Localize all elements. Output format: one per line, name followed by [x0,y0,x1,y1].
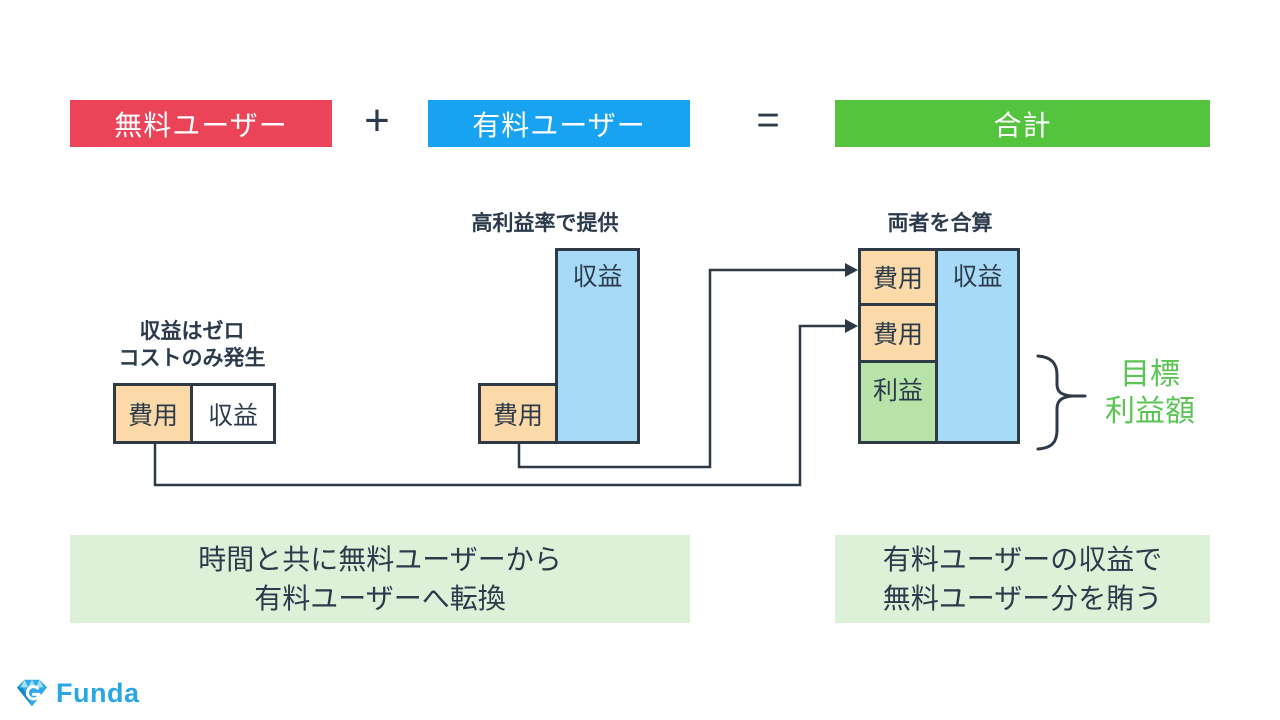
paid-cost-box: 費用 [478,383,558,444]
total-group-annotation: 両者を合算 [887,212,993,235]
total-label: 合計 [993,109,1052,141]
total-cost-box-2: 費用 [858,303,938,363]
free-annotation-line1: 収益はゼロ [139,320,245,343]
funda-logo: Funda [15,674,140,712]
total-bar: 合計 [835,100,1210,147]
paid-users-label: 有料ユーザー [472,109,646,141]
total-cost-box-1: 費用 [858,248,938,306]
free-users-bar: 無料ユーザー [70,100,332,147]
paid-users-bar: 有料ユーザー [428,100,690,147]
free-to-paid-note-panel: 時間と共に無料ユーザーから 有料ユーザーへ転換 [70,535,690,623]
target-profit-line1: 目標 [1120,358,1180,391]
arrowhead-free-cost [845,319,858,333]
target-profit-callout: 目標 利益額 [1095,356,1205,430]
right-panel-line1: 有料ユーザーの収益で [882,544,1163,575]
target-profit-brace [1036,354,1087,451]
right-panel-line2: 無料ユーザー分を賄う [882,583,1163,614]
paid-revenue-box: 収益 [555,248,640,444]
funda-gem-icon [16,679,48,707]
paid-covers-free-note-panel: 有料ユーザーの収益で 無料ユーザー分を賄う [835,535,1210,623]
left-panel-line1: 時間と共に無料ユーザーから [198,544,562,575]
paid-group-annotation: 高利益率で提供 [471,212,619,235]
free-annotation-line2: コストのみ発生 [118,347,266,370]
free-users-label: 無料ユーザー [114,109,288,141]
free-group-annotation: 収益はゼロ コストのみ発生 [82,318,302,372]
target-profit-line2: 利益額 [1105,395,1195,428]
total-revenue-box: 収益 [935,248,1020,444]
funda-logo-text: Funda [56,677,140,708]
equals-sign: = [756,98,780,142]
free-cost-box: 費用 [113,383,193,444]
plus-sign: + [364,95,390,145]
free-revenue-box: 収益 [190,383,276,444]
arrowhead-paid-cost [845,263,858,277]
left-panel-line2: 有料ユーザーへ転換 [254,583,506,614]
total-profit-box: 利益 [858,360,938,444]
